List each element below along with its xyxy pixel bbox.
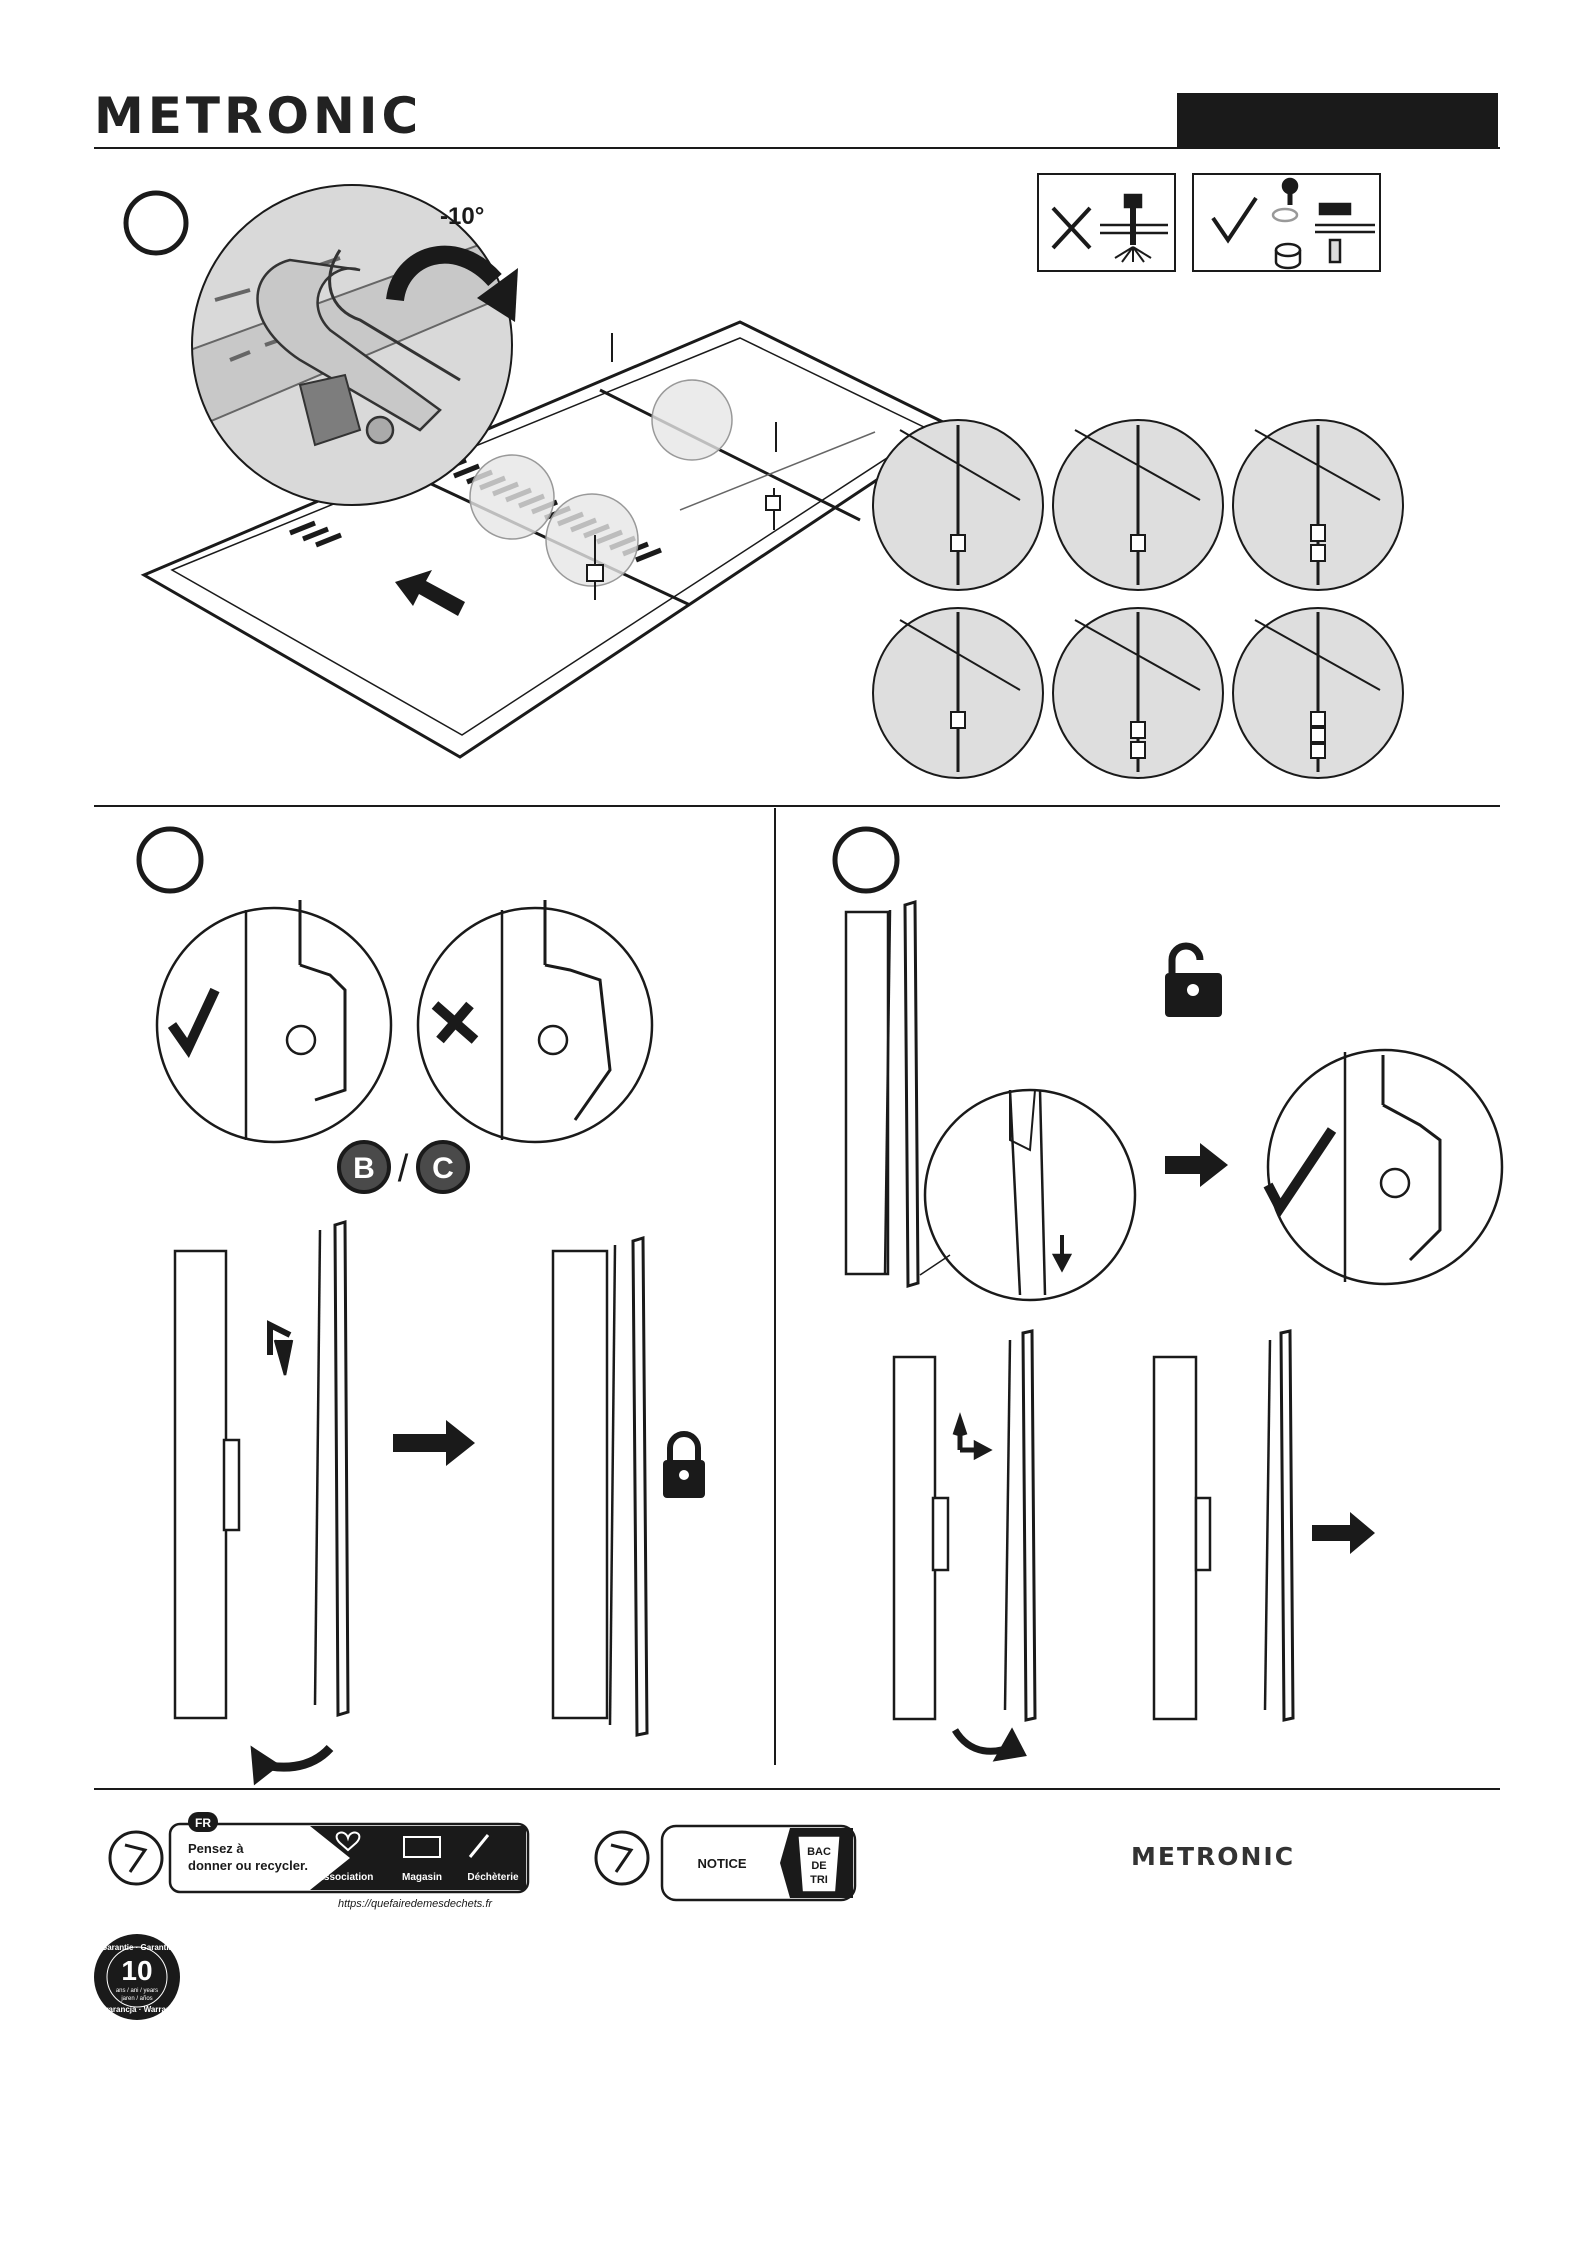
- option-association: Association: [317, 1872, 374, 1883]
- warranty-ring-top: Garantie · Garantía: [101, 1943, 174, 1952]
- hook-correct-circle: [157, 908, 391, 1142]
- check-icon: [1213, 198, 1256, 240]
- step3-number-circle: [835, 829, 897, 891]
- badge-separator: /: [398, 1148, 409, 1190]
- triman-url: https://quefairedemesdechets.fr: [338, 1898, 493, 1910]
- warranty-years: 10: [121, 1955, 152, 1986]
- step2-section: [139, 829, 705, 1783]
- warranty-sub-1: ans / ani / years: [116, 1988, 158, 1994]
- triman-prompt-1: Pensez à: [188, 1841, 244, 1856]
- remove-arrow-icon: [1312, 1512, 1375, 1554]
- option-recycling-center: Déchèterie: [467, 1872, 519, 1883]
- triman-icon: [596, 1832, 648, 1884]
- bin-label-3: TRI: [810, 1874, 828, 1886]
- step2-number-circle: [139, 829, 201, 891]
- next-arrow-icon: [1165, 1143, 1228, 1187]
- bin-label-2: DE: [811, 1860, 826, 1872]
- spacer-options-grid: [873, 420, 1403, 778]
- triman-prompt-2: donner ou recycler.: [188, 1858, 308, 1873]
- warranty-sub-2: jaren / años: [120, 1996, 152, 2002]
- notice-label: NOTICE: [697, 1856, 746, 1871]
- bin-label-1: BAC: [807, 1846, 831, 1858]
- step1-number-circle: [126, 193, 186, 253]
- step3-section: [835, 829, 1502, 1760]
- next-arrow-icon: [393, 1420, 475, 1466]
- option-store: Magasin: [402, 1872, 442, 1883]
- lift-detail-circle: [925, 1090, 1135, 1300]
- triman-icon: [110, 1832, 162, 1884]
- warranty-ring-bottom: Gwarancja · Warranty: [96, 2005, 179, 2014]
- angle-label: -10°: [440, 203, 484, 230]
- country-code: FR: [195, 1816, 211, 1830]
- footer-brand: METRONIC: [1131, 1842, 1295, 1871]
- badge-b-label: B: [353, 1152, 375, 1185]
- badge-c-label: C: [432, 1152, 454, 1185]
- wrong-screw-box: [1038, 174, 1175, 271]
- step1-section: [126, 174, 1403, 778]
